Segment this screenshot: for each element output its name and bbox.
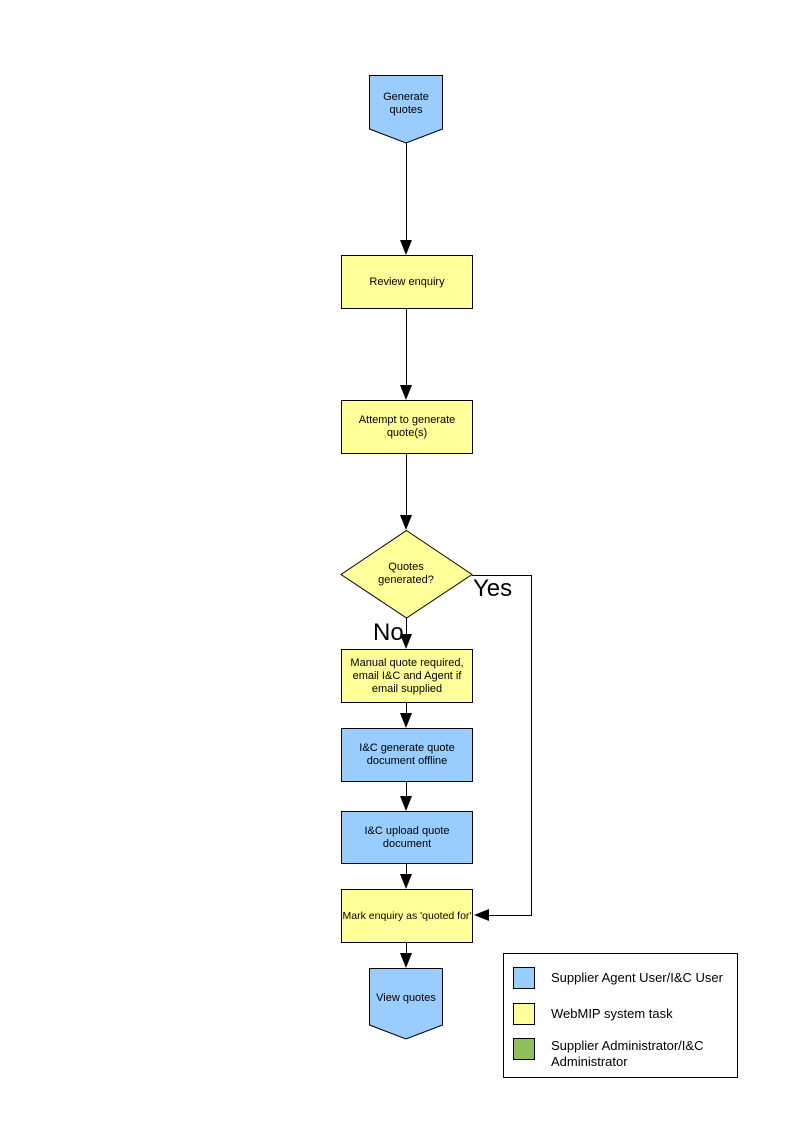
end-terminator-shape	[369, 968, 443, 1040]
yes-path-vertical	[531, 575, 532, 916]
start-terminator-polygon	[369, 75, 443, 144]
legend-label-supplier-agent: Supplier Agent User/I&C User	[551, 970, 723, 985]
decision-diamond-polygon	[340, 530, 473, 619]
decision-diamond-shape	[340, 530, 473, 619]
arrowhead-into-attempt	[400, 385, 412, 400]
connector-manual-icgenerate	[406, 703, 407, 714]
connector-decision-manual	[406, 618, 407, 635]
process-ic-upload-quote: I&C upload quote document	[341, 811, 473, 864]
legend-label-supplier-admin: Supplier Administrator/I&C Administrator	[551, 1038, 704, 1069]
arrowhead-into-mark	[400, 874, 412, 889]
branch-label-yes: Yes	[473, 575, 513, 602]
legend-swatch-blue	[513, 967, 535, 989]
connector-start-review	[406, 143, 407, 241]
branch-label-no: No	[373, 619, 404, 646]
legend-box: Supplier Agent User/I&C User WebMIP syst…	[503, 953, 738, 1078]
process-attempt-generate-quotes: Attempt to generate quote(s)	[341, 400, 473, 454]
connector-icgenerate-icupload	[406, 782, 407, 797]
legend-swatch-green	[513, 1038, 535, 1060]
process-ic-generate-quote: I&C generate quote document offline	[341, 728, 473, 782]
arrowhead-into-icgenerate	[400, 713, 412, 728]
arrowhead-into-review	[400, 240, 412, 255]
legend-item-supplier-agent: Supplier Agent User/I&C User	[513, 967, 732, 989]
process-review-enquiry: Review enquiry	[341, 255, 473, 309]
legend-item-webmip-task: WebMIP system task	[513, 1003, 732, 1025]
legend-item-supplier-admin: Supplier Administrator/I&C Administrator	[513, 1038, 732, 1070]
arrowhead-into-decision	[400, 515, 412, 530]
start-terminator-shape	[369, 75, 443, 144]
arrowhead-into-end	[400, 953, 412, 968]
arrowhead-into-manual	[400, 634, 412, 649]
process-manual-quote-required: Manual quote required, email I&C and Age…	[341, 649, 473, 703]
arrowhead-yes-into-mark	[474, 909, 489, 921]
yes-path-horizontal-top	[472, 575, 532, 576]
connector-review-attempt	[406, 309, 407, 386]
connector-icupload-mark	[406, 864, 407, 875]
legend-label-webmip-task: WebMIP system task	[551, 1006, 673, 1021]
process-mark-enquiry-quoted: Mark enquiry as 'quoted for'	[341, 889, 473, 943]
arrowhead-into-icupload	[400, 796, 412, 811]
yes-path-horizontal-bottom	[488, 915, 532, 916]
end-terminator-polygon	[369, 968, 443, 1040]
legend-swatch-yellow	[513, 1003, 535, 1025]
connector-mark-end	[406, 943, 407, 954]
connector-attempt-decision	[406, 454, 407, 516]
